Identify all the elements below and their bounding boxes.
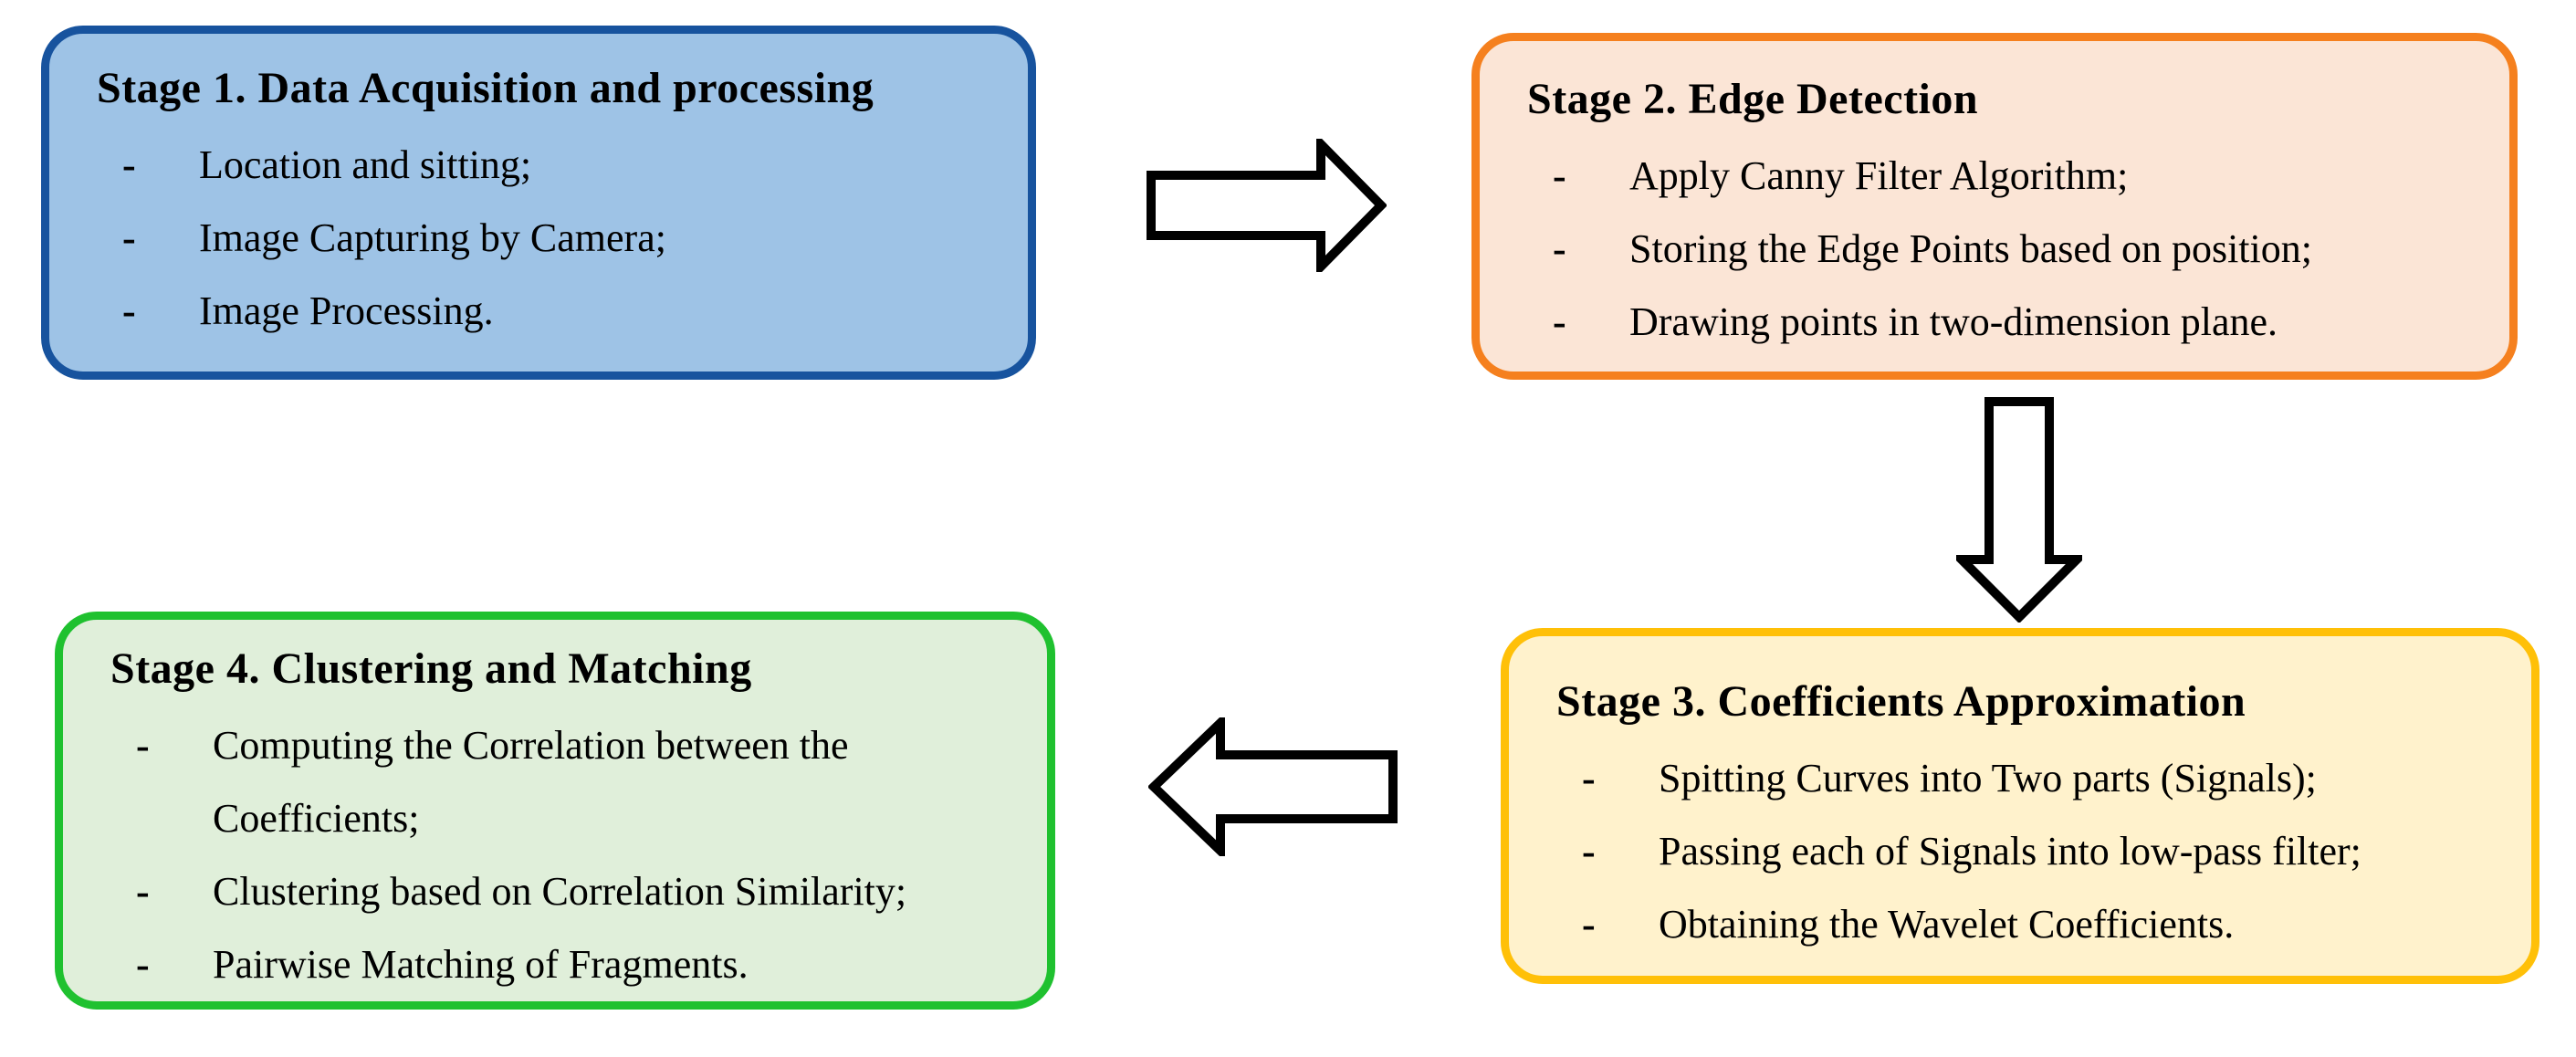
bullet-dash: - <box>1582 902 1596 947</box>
list-item: - Storing the Edge Points based on posit… <box>1522 213 2482 286</box>
stage2-title: Stage 2. Edge Detection <box>1527 75 1979 123</box>
bullet-dash: - <box>1553 299 1566 344</box>
list-item: - Computing the Correlation between the … <box>105 709 1020 855</box>
left-arrow-shape <box>1148 717 1398 856</box>
bullet-dash: - <box>136 869 150 914</box>
stage4-bullet-list: - Computing the Correlation between the … <box>105 709 1020 1001</box>
stage1-box: Stage 1. Data Acquisition and processing… <box>41 26 1036 380</box>
list-item: - Apply Canny Filter Algorithm; <box>1522 140 2482 213</box>
arrow-stage1-to-stage2-right-arrow-icon <box>1147 139 1387 272</box>
list-item: - Passing each of Signals into low-pass … <box>1551 815 2504 888</box>
arrow-stage2-to-stage3-down-arrow-icon <box>1956 397 2082 623</box>
stage1-bullet-list: - Location and sitting; - Image Capturin… <box>91 129 1000 348</box>
bullet-text: Apply Canny Filter Algorithm; <box>1629 153 2129 198</box>
bullet-text: Computing the Correlation between the Co… <box>213 723 849 841</box>
bullet-dash: - <box>1553 226 1566 271</box>
bullet-text: Drawing points in two-dimension plane. <box>1629 299 2278 344</box>
bullet-text: Image Processing. <box>199 288 494 333</box>
stage1-title: Stage 1. Data Acquisition and processing <box>97 64 874 112</box>
bullet-dash: - <box>122 288 136 333</box>
bullet-text: Passing each of Signals into low-pass fi… <box>1659 829 2361 874</box>
bullet-text: Pairwise Matching of Fragments. <box>213 942 749 987</box>
bullet-text: Storing the Edge Points based on positio… <box>1629 226 2312 271</box>
stage3-title: Stage 3. Coefficients Approximation <box>1556 677 2246 726</box>
stage2-bullet-list: - Apply Canny Filter Algorithm; - Storin… <box>1522 140 2482 359</box>
bullet-dash: - <box>136 942 150 987</box>
bullet-text: Clustering based on Correlation Similari… <box>213 869 907 914</box>
bullet-text: Obtaining the Wavelet Coefficients. <box>1659 902 2235 947</box>
list-item: - Clustering based on Correlation Simila… <box>105 855 1020 928</box>
stage2-box: Stage 2. Edge Detection - Apply Canny Fi… <box>1471 33 2518 380</box>
bullet-text: Spitting Curves into Two parts (Signals)… <box>1659 756 2317 801</box>
bullet-dash: - <box>122 142 136 187</box>
list-item: - Pairwise Matching of Fragments. <box>105 928 1020 1001</box>
list-item: - Spitting Curves into Two parts (Signal… <box>1551 742 2504 815</box>
bullet-dash: - <box>136 723 150 768</box>
stage4-title: Stage 4. Clustering and Matching <box>110 644 752 693</box>
list-item: - Location and sitting; <box>91 129 1000 202</box>
bullet-dash: - <box>1582 756 1596 801</box>
bullet-dash: - <box>122 215 136 260</box>
down-arrow-shape <box>1956 397 2082 623</box>
list-item: - Image Processing. <box>91 275 1000 348</box>
stage3-box: Stage 3. Coefficients Approximation - Sp… <box>1501 628 2539 984</box>
bullet-text: Image Capturing by Camera; <box>199 215 666 260</box>
bullet-dash: - <box>1553 153 1566 198</box>
bullet-text: Location and sitting; <box>199 142 532 187</box>
list-item: - Image Capturing by Camera; <box>91 202 1000 275</box>
bullet-dash: - <box>1582 829 1596 874</box>
arrow-stage3-to-stage4-left-arrow-icon <box>1148 717 1398 856</box>
stage4-box: Stage 4. Clustering and Matching - Compu… <box>55 612 1055 1010</box>
list-item: - Obtaining the Wavelet Coefficients. <box>1551 888 2504 961</box>
stage3-bullet-list: - Spitting Curves into Two parts (Signal… <box>1551 742 2504 961</box>
right-arrow-shape <box>1147 139 1387 272</box>
list-item: - Drawing points in two-dimension plane. <box>1522 286 2482 359</box>
